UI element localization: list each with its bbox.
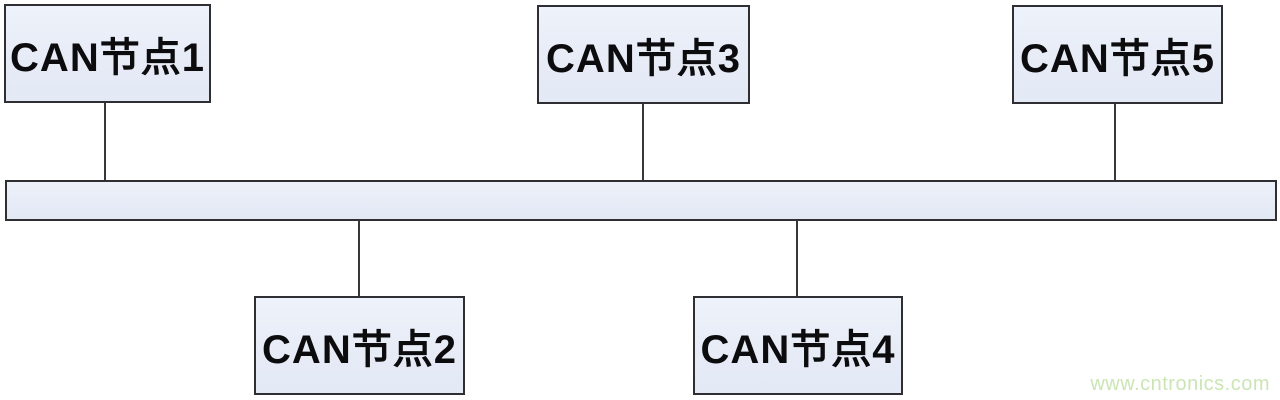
node-can-4: CAN节点4 (693, 296, 903, 395)
node-can-2-label: CAN节点2 (262, 327, 457, 372)
node-can-1-label: CAN节点1 (10, 35, 205, 80)
connector-node3-bus (642, 104, 644, 181)
connector-node5-bus (1114, 104, 1116, 181)
node-can-3-label: CAN节点3 (546, 36, 741, 81)
watermark-text: www.cntronics.com (1090, 373, 1270, 395)
connector-node1-bus (104, 103, 106, 181)
connector-node4-bus (796, 220, 798, 297)
connector-node2-bus (358, 220, 360, 297)
node-can-1: CAN节点1 (4, 4, 211, 103)
node-can-4-label: CAN节点4 (700, 327, 896, 372)
can-bus-bar (5, 180, 1277, 221)
node-can-5: CAN节点5 (1012, 5, 1223, 104)
node-can-5-label: CAN节点5 (1020, 36, 1215, 81)
node-can-3: CAN节点3 (537, 5, 750, 104)
node-can-2: CAN节点2 (254, 296, 465, 395)
